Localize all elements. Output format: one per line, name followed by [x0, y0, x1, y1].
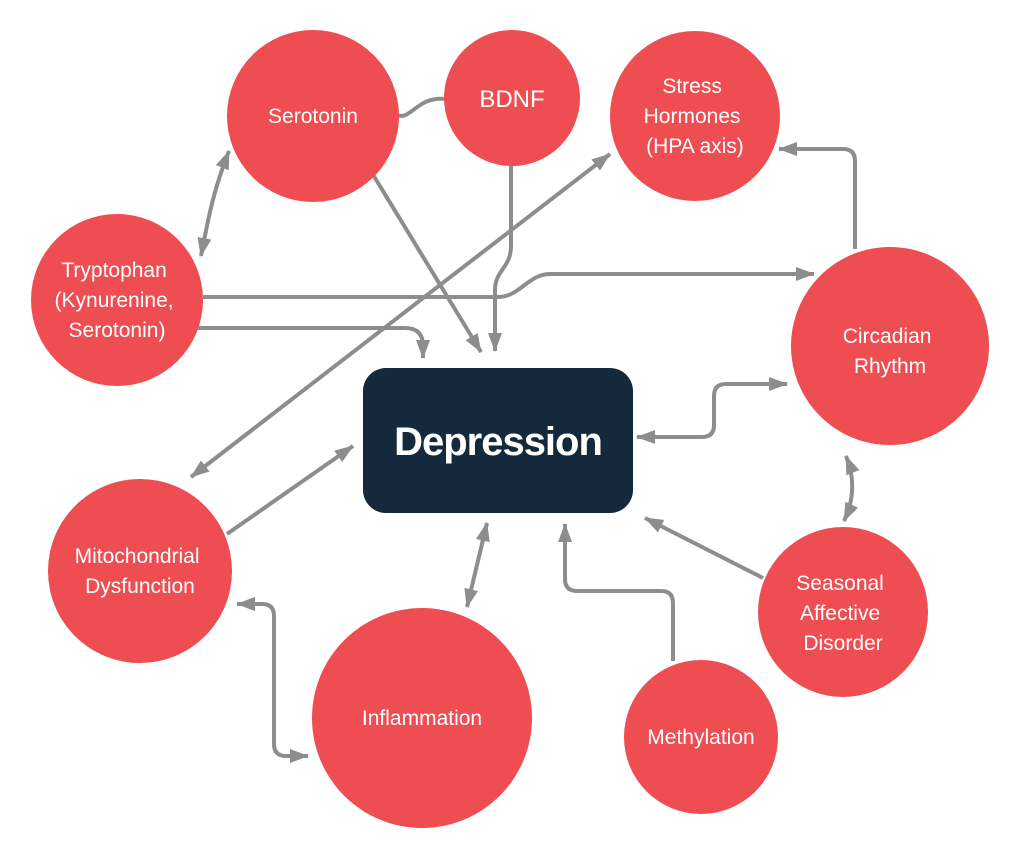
node-stress-hormones: Stress Hormones (HPA axis) [610, 31, 780, 201]
edge-tryptophan-to-circadian-rhythm [203, 267, 815, 299]
methylation-circle [624, 660, 778, 814]
edge-mitochondrial-inflammation-bidirectional [236, 597, 309, 763]
depression-label: Depression [394, 420, 602, 464]
edge-tryptophan-to-depression [198, 326, 430, 359]
edge-stress-hormones-mitochondrial-bidirectional [189, 152, 612, 479]
edge-mitochondrial-to-depression [225, 444, 355, 536]
edge-sad-to-depression [644, 516, 764, 580]
bdnf-label: BDNF [479, 86, 544, 113]
node-methylation: Methylation [624, 660, 778, 814]
edge-depression-circadian-bidirectional [636, 377, 788, 444]
seasonal-affective-disorder-circle [758, 527, 928, 697]
serotonin-label: Serotonin [268, 105, 358, 128]
edge-circadian-sad-bidirectional [842, 455, 860, 522]
node-depression: Depression [363, 368, 633, 513]
inflammation-circle [312, 608, 532, 828]
node-tryptophan: Tryptophan (Kynurenine, Serotonin) [31, 214, 203, 386]
node-serotonin: Serotonin [227, 30, 399, 202]
edge-bdnf-to-depression [488, 165, 513, 352]
bdnf-circle [444, 30, 580, 166]
edge-tryptophan-serotonin-bidirectional [197, 150, 231, 257]
serotonin-circle [227, 30, 399, 202]
circadian-rhythm-label: Circadian Rhythm [843, 325, 938, 378]
node-bdnf: BDNF [444, 30, 580, 166]
edges-layer [189, 96, 860, 763]
node-seasonal-affective-disorder: Seasonal Affective Disorder [758, 527, 928, 697]
edge-depression-inflammation-bidirectional [464, 522, 490, 608]
node-mitochondrial-dysfunction: Mitochondrial Dysfunction [48, 479, 232, 663]
edge-serotonin-bdnf [395, 96, 447, 118]
node-inflammation: Inflammation [312, 608, 532, 828]
methylation-label: Methylation [647, 726, 754, 749]
mitochondrial-dysfunction-label: Mitochondrial Dysfunction [75, 545, 206, 598]
circadian-rhythm-circle [791, 247, 989, 445]
stress-hormones-circle [610, 31, 780, 201]
stress-hormones-label: Stress Hormones (HPA axis) [644, 75, 747, 158]
tryptophan-circle [31, 214, 203, 386]
seasonal-affective-disorder-label: Seasonal Affective Disorder [796, 572, 889, 655]
depression-box [363, 368, 633, 513]
inflammation-label: Inflammation [362, 707, 482, 730]
edge-methylation-to-depression [558, 523, 675, 661]
edge-circadian-to-stress-hormones [778, 142, 857, 249]
tryptophan-label: Tryptophan (Kynurenine, Serotonin) [55, 259, 180, 342]
node-circadian-rhythm: Circadian Rhythm [791, 247, 989, 445]
mitochondrial-dysfunction-circle [48, 479, 232, 663]
